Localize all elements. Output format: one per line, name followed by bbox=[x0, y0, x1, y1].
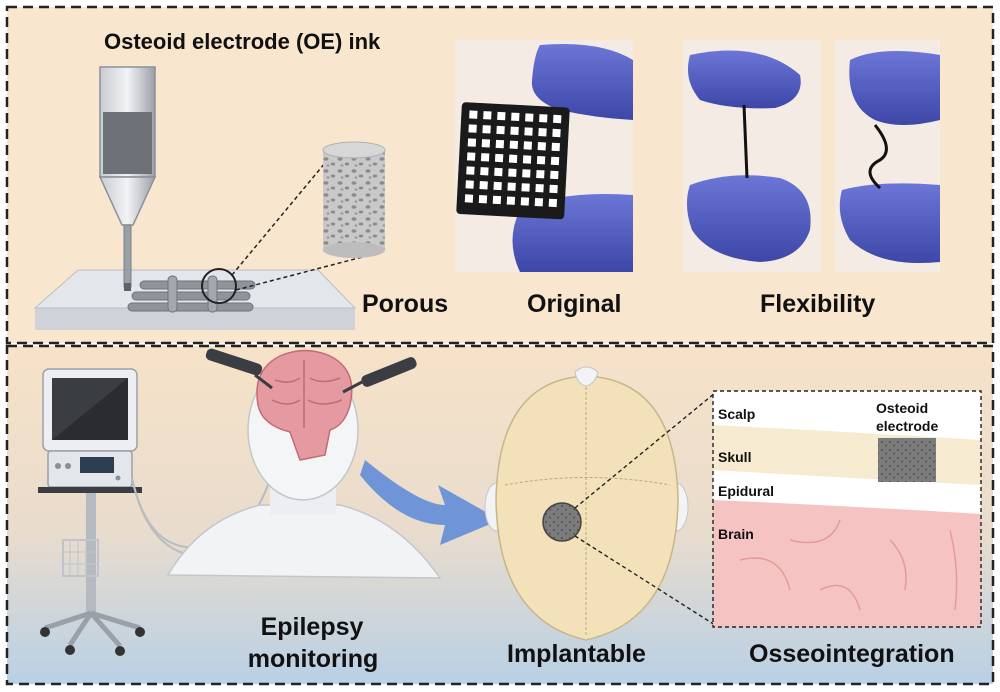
osseointegration-inset bbox=[712, 390, 982, 628]
label-original: Original bbox=[527, 290, 622, 318]
zoom-line-1 bbox=[231, 162, 326, 276]
label-porous: Porous bbox=[362, 290, 449, 318]
printed-strands bbox=[127, 275, 256, 313]
ink-title: Osteoid electrode (OE) ink bbox=[104, 29, 381, 54]
label-monitoring: monitoring bbox=[247, 645, 379, 673]
zoom-circle bbox=[201, 268, 237, 304]
osteoid-electrode-block bbox=[878, 438, 936, 482]
implant-site bbox=[542, 502, 582, 542]
electrode-label-line1: Osteoid bbox=[876, 400, 929, 416]
syringe-nozzle bbox=[98, 66, 157, 291]
eeg-monitor-cart bbox=[38, 368, 145, 656]
depth-electrode-right bbox=[342, 357, 417, 394]
label-osseointegration: Osseointegration bbox=[749, 640, 955, 668]
label-flexibility: Flexibility bbox=[760, 290, 876, 318]
skull-top-view bbox=[484, 366, 689, 641]
transition-arrow bbox=[360, 460, 500, 545]
layer-label-brain: Brain bbox=[718, 526, 754, 542]
label-epilepsy: Epilepsy bbox=[260, 613, 364, 641]
electrode-label-line2: electrode bbox=[876, 418, 939, 434]
porous-cylinder bbox=[322, 141, 386, 258]
flexibility-photo-straight bbox=[683, 40, 821, 272]
original-photo bbox=[455, 40, 633, 272]
flexibility-photo-bent bbox=[835, 40, 940, 272]
zoom-line-2 bbox=[235, 254, 371, 291]
depth-electrode-left bbox=[205, 348, 273, 390]
inset-line-1 bbox=[574, 392, 716, 509]
patient-head bbox=[166, 349, 442, 579]
layer-label-skull: Skull bbox=[718, 449, 752, 465]
layer-label-epidural: Epidural bbox=[718, 483, 775, 499]
print-bed-front bbox=[35, 308, 355, 330]
label-implantable: Implantable bbox=[507, 640, 646, 668]
layer-label-scalp: Scalp bbox=[718, 406, 756, 422]
